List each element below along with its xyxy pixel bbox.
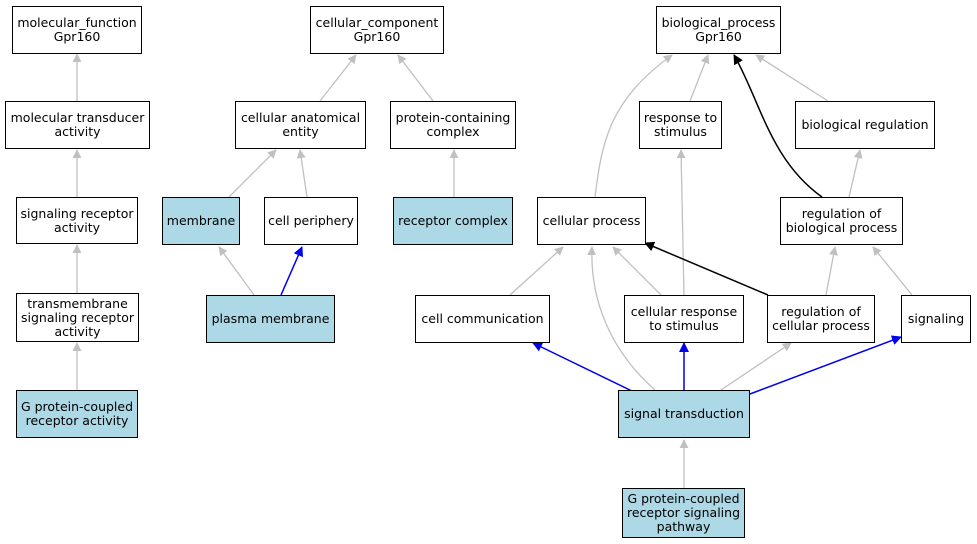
node-signaling[interactable]: signaling (901, 295, 971, 343)
node-signal-transduction[interactable]: signal transduction (618, 390, 750, 438)
edge-cc-peri-to-anat (296, 149, 308, 198)
edge-bp-cell-to-root (594, 54, 673, 198)
node-molecular-transducer-activity[interactable]: molecular transducer activity (5, 101, 150, 149)
edge-bp-sigtr-to-comm[interactable] (532, 342, 635, 393)
edge-bp-comm-to-cell (509, 246, 564, 296)
edge-bp-sigtr-to-cell (587, 246, 656, 391)
node-cellular-process[interactable]: cellular process (537, 197, 646, 245)
node-response-to-stimulus[interactable]: response to stimulus (639, 101, 722, 149)
edge-bp-sigtr-to-signal[interactable] (749, 335, 902, 395)
node-regulation-of-biological-process[interactable]: regulation of biological process (780, 197, 903, 245)
edge-cc-plasma-to-memb (218, 246, 255, 296)
node-plasma-membrane[interactable]: plasma membrane (206, 295, 335, 343)
node-molecular-function-root[interactable]: molecular_function Gpr160 (12, 6, 142, 54)
node-signaling-receptor-activity[interactable]: signaling receptor activity (16, 197, 138, 244)
node-cellular-anatomical-entity[interactable]: cellular anatomical entity (235, 101, 366, 149)
edge-bp-regcell-to-regbio (825, 246, 838, 296)
node-biological-process-root[interactable]: biological_process Gpr160 (656, 6, 781, 54)
node-cellular-response-to-stimulus[interactable]: cellular response to stimulus (624, 295, 744, 343)
edge-cc-anat-to-root (319, 54, 357, 102)
node-g-protein-coupled-receptor-signaling-pathway[interactable]: G protein-coupled receptor signaling pat… (622, 488, 745, 538)
edge-bp-resp-to-root (689, 54, 710, 102)
node-regulation-of-cellular-process[interactable]: regulation of cellular process (767, 295, 875, 343)
node-transmembrane-signaling-receptor-activity[interactable]: transmembrane signaling receptor activit… (16, 293, 139, 342)
edge-bp-breg-to-root (755, 54, 829, 102)
node-membrane[interactable]: membrane (162, 197, 240, 245)
edge-bp-cresp-to-resp (676, 149, 686, 296)
edge-bp-cresp-to-cell (612, 246, 662, 296)
edge-cc-prot-to-root (397, 54, 434, 102)
node-cell-periphery[interactable]: cell periphery (264, 197, 358, 245)
node-cell-communication[interactable]: cell communication (415, 295, 550, 343)
node-receptor-complex[interactable]: receptor complex (393, 197, 513, 245)
node-protein-containing-complex[interactable]: protein-containing complex (390, 101, 516, 149)
edge-bp-signal-to-regbio (872, 246, 913, 296)
edge-bp-regbio-to-breg (848, 149, 863, 198)
edge-cc-memb-to-anat (228, 149, 277, 198)
node-cellular-component-root[interactable]: cellular_component Gpr160 (310, 6, 444, 54)
node-biological-regulation[interactable]: biological regulation (795, 101, 935, 149)
edge-cc-plasma-to-peri[interactable] (280, 246, 303, 296)
edge-bp-regcell-to-cell[interactable] (644, 241, 769, 296)
edge-bp-sigtr-to-regcell (717, 342, 792, 393)
edge-bp-regbio-to-root[interactable] (733, 54, 823, 198)
node-g-protein-coupled-receptor-activity[interactable]: G protein-coupled receptor activity (16, 390, 138, 438)
